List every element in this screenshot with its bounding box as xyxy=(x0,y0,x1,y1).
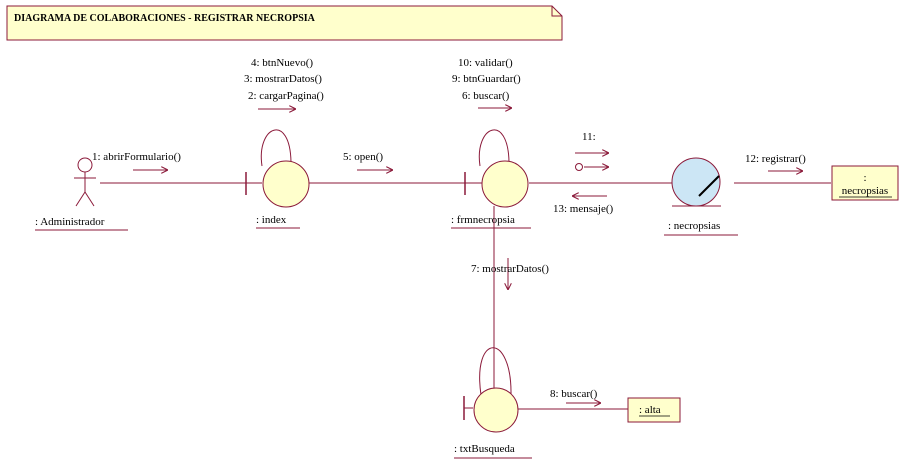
table-alta xyxy=(627,397,681,423)
self-loop-txt xyxy=(479,347,512,396)
entity-necropsias xyxy=(671,157,721,207)
msg-2: 2: cargarPagina() xyxy=(248,90,324,102)
table-necropsias xyxy=(831,165,899,201)
necropsias-label: : necropsias xyxy=(668,220,720,232)
actor-label: : Administrador xyxy=(35,216,105,228)
msg-4: 4: btnNuevo() xyxy=(251,57,313,69)
msg-8: 8: buscar() xyxy=(550,388,598,400)
msg-6: 6: buscar() xyxy=(462,90,510,102)
title-note: DIAGRAMA DE COLABORACIONES - REGISTRAR N… xyxy=(6,5,563,41)
boundary-txtbusqueda xyxy=(463,387,519,433)
boundary-index xyxy=(245,160,310,208)
links xyxy=(100,182,831,410)
msg-1: 1: abrirFormulario() xyxy=(92,151,181,163)
txtbusqueda-label: : txtBusqueda xyxy=(454,443,515,455)
self-loops xyxy=(260,129,512,396)
diagram-title: DIAGRAMA DE COLABORACIONES - REGISTRAR N… xyxy=(14,13,316,24)
table-necropsias-label: necropsias xyxy=(842,185,888,197)
msg-11: 11: xyxy=(582,131,596,143)
message-arrows xyxy=(133,108,803,403)
msg-13: 13: mensaje() xyxy=(553,203,614,215)
msg-5: 5: open() xyxy=(343,151,383,163)
table-colon: : xyxy=(863,172,866,184)
msg-10: 10: validar() xyxy=(458,57,513,69)
msg-9: 9: btnGuardar() xyxy=(452,73,521,85)
data-token-icon xyxy=(575,163,583,171)
alta-label: : alta xyxy=(639,404,661,416)
index-label: : index xyxy=(256,214,287,226)
actor-administrador xyxy=(74,157,96,207)
msg-3: 3: mostrarDatos() xyxy=(244,73,322,85)
self-loop-index xyxy=(260,129,292,167)
msg-12: 12: registrar() xyxy=(745,153,806,165)
frmnecropsia-label: : frmnecropsia xyxy=(451,214,515,226)
boundary-frmnecropsia xyxy=(464,160,529,208)
self-loop-frm xyxy=(478,129,510,167)
msg-7: 7: mostrarDatos() xyxy=(471,263,549,275)
